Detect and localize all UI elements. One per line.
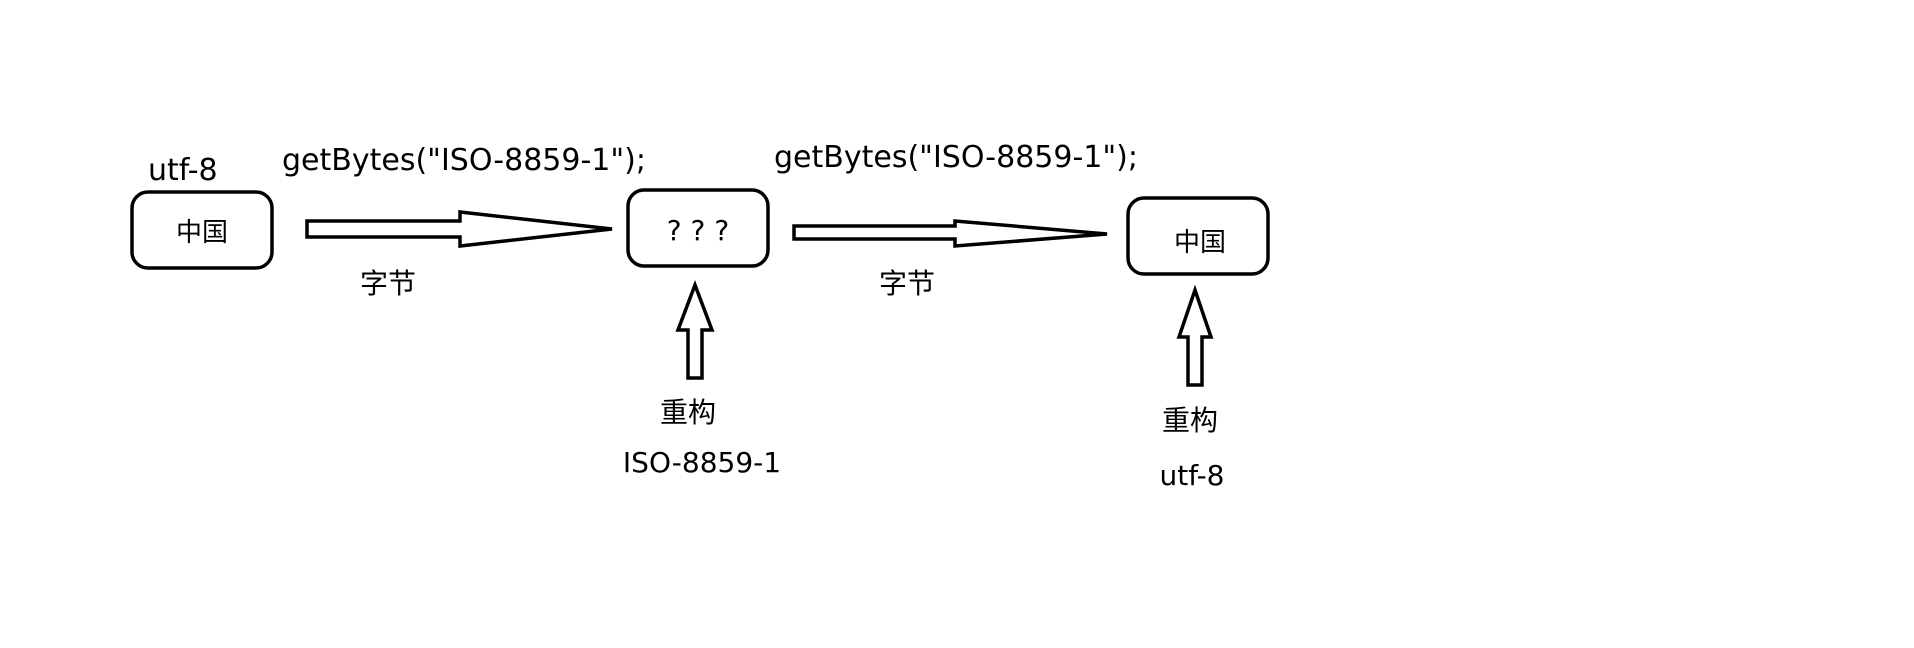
middle-up-encoding: ISO-8859-1: [623, 446, 781, 479]
right-up-arrow: [1176, 284, 1214, 387]
arrow2-call-label: getBytes("ISO-8859-1");: [774, 140, 1138, 175]
arrow1-right-arrow: [305, 210, 613, 248]
right-node-box: [1126, 196, 1270, 276]
right-node-text: 中国: [1174, 228, 1226, 258]
right-up-encoding: utf-8: [1160, 459, 1225, 492]
middle-node-box: [626, 188, 770, 268]
middle-up-caption: 重构: [660, 396, 716, 429]
left-encoding-label: utf-8: [148, 153, 218, 188]
arrow2-right-arrow: [792, 219, 1108, 248]
arrow1-call-label: getBytes("ISO-8859-1");: [282, 143, 646, 178]
arrow2-caption: 字节: [879, 267, 935, 300]
left-node-text: 中国: [176, 218, 228, 248]
left-node-box: [130, 190, 274, 270]
right-up-caption: 重构: [1162, 404, 1218, 437]
middle-up-arrow: [675, 280, 715, 380]
arrow1-caption: 字节: [360, 267, 416, 300]
middle-node-text: ? ? ?: [667, 214, 729, 247]
